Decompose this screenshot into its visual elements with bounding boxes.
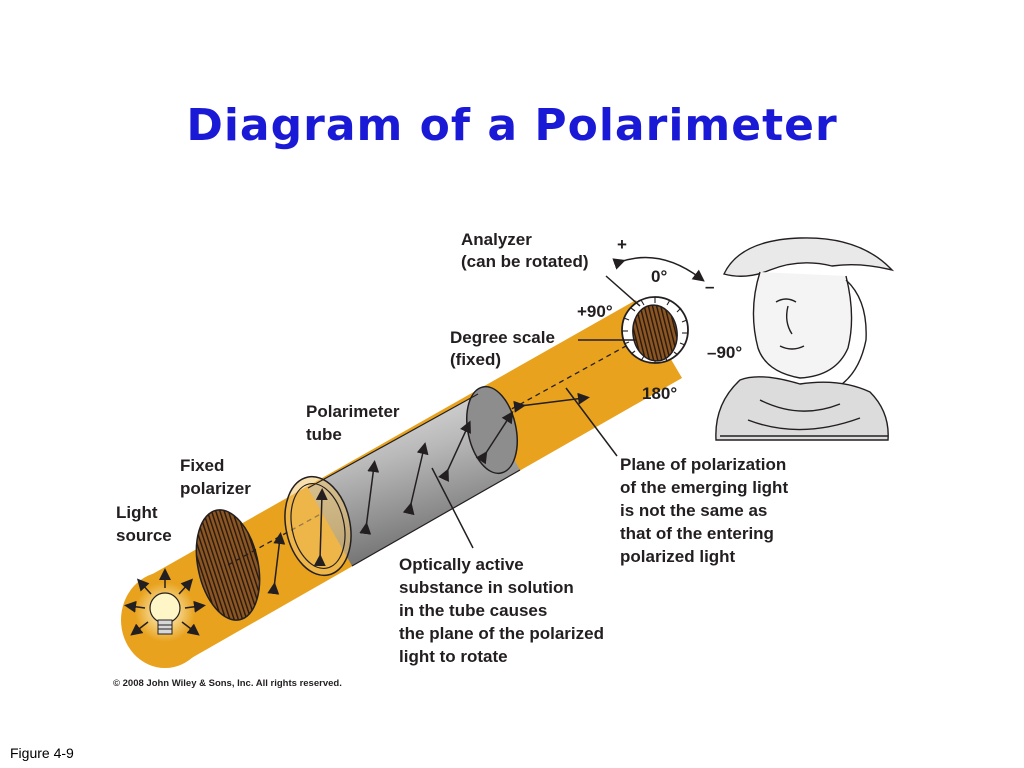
label-analyzer: Analyzer (can be rotated) bbox=[461, 230, 589, 271]
light-bulb-icon bbox=[124, 568, 206, 642]
svg-text:polarizer: polarizer bbox=[180, 479, 251, 498]
scale-zero: 0° bbox=[651, 267, 667, 286]
scale-minus: – bbox=[705, 277, 714, 296]
scale-plus: + bbox=[617, 235, 627, 254]
svg-text:that of the entering: that of the entering bbox=[620, 524, 774, 543]
svg-text:polarized light: polarized light bbox=[620, 547, 736, 566]
copyright-notice: © 2008 John Wiley & Sons, Inc. All right… bbox=[113, 678, 342, 689]
svg-text:(fixed): (fixed) bbox=[450, 350, 501, 369]
svg-text:Optically active: Optically active bbox=[399, 555, 524, 574]
label-polarimeter-tube: Polarimeter tube bbox=[306, 402, 400, 444]
label-degree-scale: Degree scale (fixed) bbox=[450, 328, 555, 369]
slide-title: Diagram of a Polarimeter bbox=[186, 100, 838, 151]
svg-text:Plane of polarization: Plane of polarization bbox=[620, 455, 786, 474]
figure-label: Figure 4-9 bbox=[10, 745, 74, 761]
scale-plus90: +90° bbox=[577, 302, 613, 321]
svg-text:in the tube causes: in the tube causes bbox=[399, 601, 547, 620]
leader-lines bbox=[431, 275, 641, 549]
svg-text:Polarimeter: Polarimeter bbox=[306, 402, 400, 421]
label-plane-of-polarization: Plane of polarization of the emerging li… bbox=[620, 455, 788, 566]
portrait-icon bbox=[715, 237, 895, 441]
svg-text:tube: tube bbox=[306, 425, 342, 444]
svg-text:of the emerging light: of the emerging light bbox=[620, 478, 788, 497]
svg-text:Degree scale: Degree scale bbox=[450, 328, 555, 347]
svg-text:Light: Light bbox=[116, 503, 158, 522]
svg-text:(can be rotated): (can be rotated) bbox=[461, 252, 589, 271]
svg-text:Fixed: Fixed bbox=[180, 456, 224, 475]
polarization-arrows bbox=[267, 392, 590, 595]
scale-180: 180° bbox=[642, 384, 677, 403]
svg-text:is not the same as: is not the same as bbox=[620, 501, 767, 520]
svg-text:source: source bbox=[116, 526, 172, 545]
label-optically-active: Optically active substance in solution i… bbox=[399, 555, 604, 666]
svg-text:substance in solution: substance in solution bbox=[399, 578, 574, 597]
analyzer-with-degree-scale bbox=[612, 256, 705, 364]
label-light-source: Light source bbox=[116, 503, 172, 545]
svg-text:Analyzer: Analyzer bbox=[461, 230, 532, 249]
label-fixed-polarizer: Fixed polarizer bbox=[180, 456, 251, 498]
svg-text:light to rotate: light to rotate bbox=[399, 647, 508, 666]
svg-text:the plane of the polarized: the plane of the polarized bbox=[399, 624, 604, 643]
scale-minus90: –90° bbox=[707, 343, 742, 362]
